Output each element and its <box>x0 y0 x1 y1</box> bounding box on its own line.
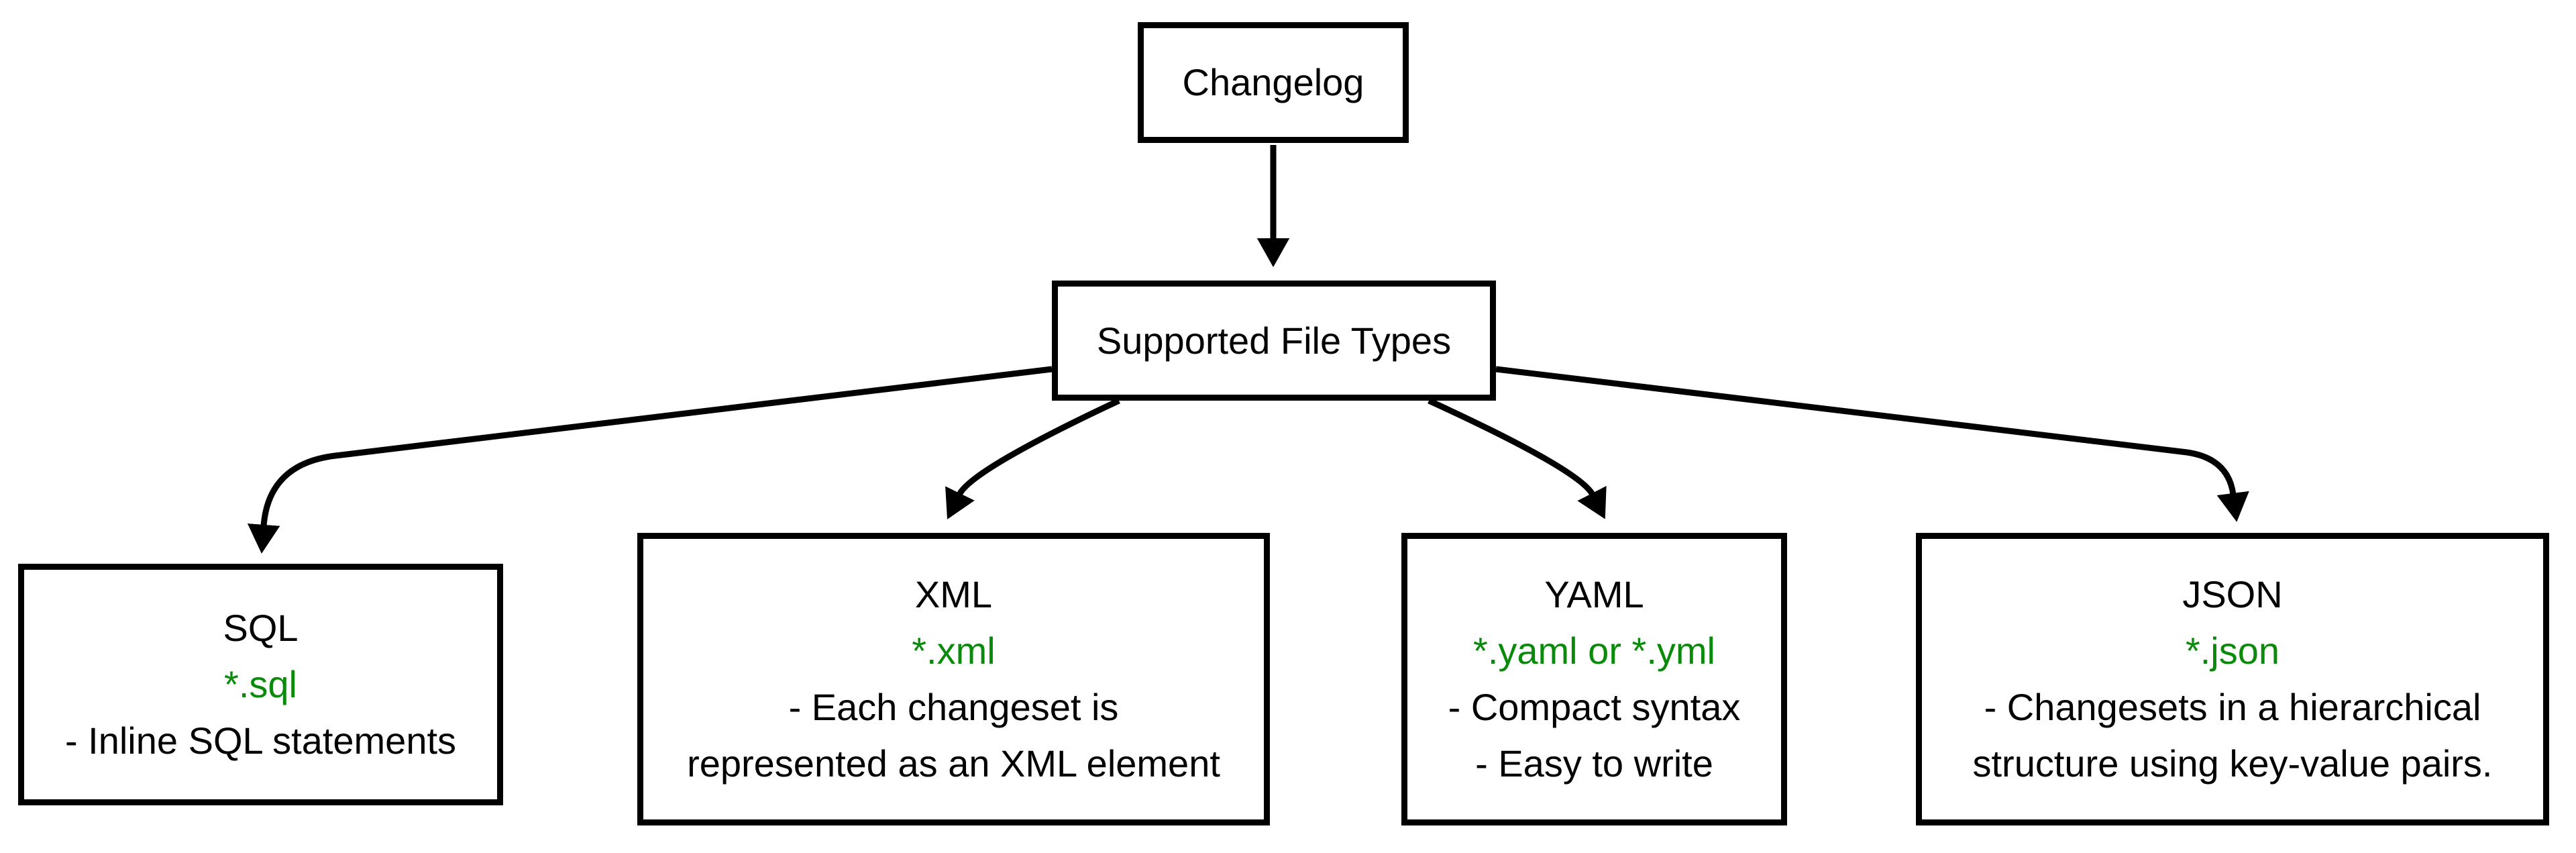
arrow-supported-to-json <box>1495 366 2249 522</box>
node-title: SQL <box>223 607 299 649</box>
node-note: represented as an XML element <box>687 742 1220 785</box>
node-file-pattern: *.sql <box>224 663 297 705</box>
node-note: - Easy to write <box>1475 742 1713 785</box>
node-sql: SQL *.sql - Inline SQL statements <box>18 564 503 805</box>
node-file-pattern: *.xml <box>912 630 996 672</box>
node-title: JSON <box>2182 573 2283 615</box>
node-note: - Inline SQL statements <box>64 719 457 762</box>
node-xml: XML *.xml - Each changeset is represente… <box>637 533 1270 825</box>
node-title: Supported File Types <box>1096 319 1452 362</box>
arrow-supported-to-yaml <box>1428 397 1607 519</box>
node-yaml: YAML *.yaml or *.yml - Compact syntax - … <box>1401 533 1787 825</box>
node-note: - Changesets in a hierarchical <box>1984 686 2481 728</box>
node-title: XML <box>914 573 993 615</box>
node-changelog: Changelog <box>1138 22 1409 143</box>
node-title: YAML <box>1544 573 1644 615</box>
node-title: Changelog <box>1182 61 1364 103</box>
arrow-supported-to-xml <box>945 397 1120 519</box>
arrow-supported-to-sql <box>247 366 1053 554</box>
node-note: - Each changeset is <box>788 686 1119 728</box>
node-json: JSON *.json - Changesets in a hierarchic… <box>1916 533 2549 825</box>
node-note: - Compact syntax <box>1448 686 1741 728</box>
node-file-pattern: *.json <box>2185 630 2280 672</box>
node-note: structure using key-value pairs. <box>1972 742 2493 785</box>
node-supported-file-types: Supported File Types <box>1052 281 1496 401</box>
node-file-pattern: *.yaml or *.yml <box>1473 630 1715 672</box>
